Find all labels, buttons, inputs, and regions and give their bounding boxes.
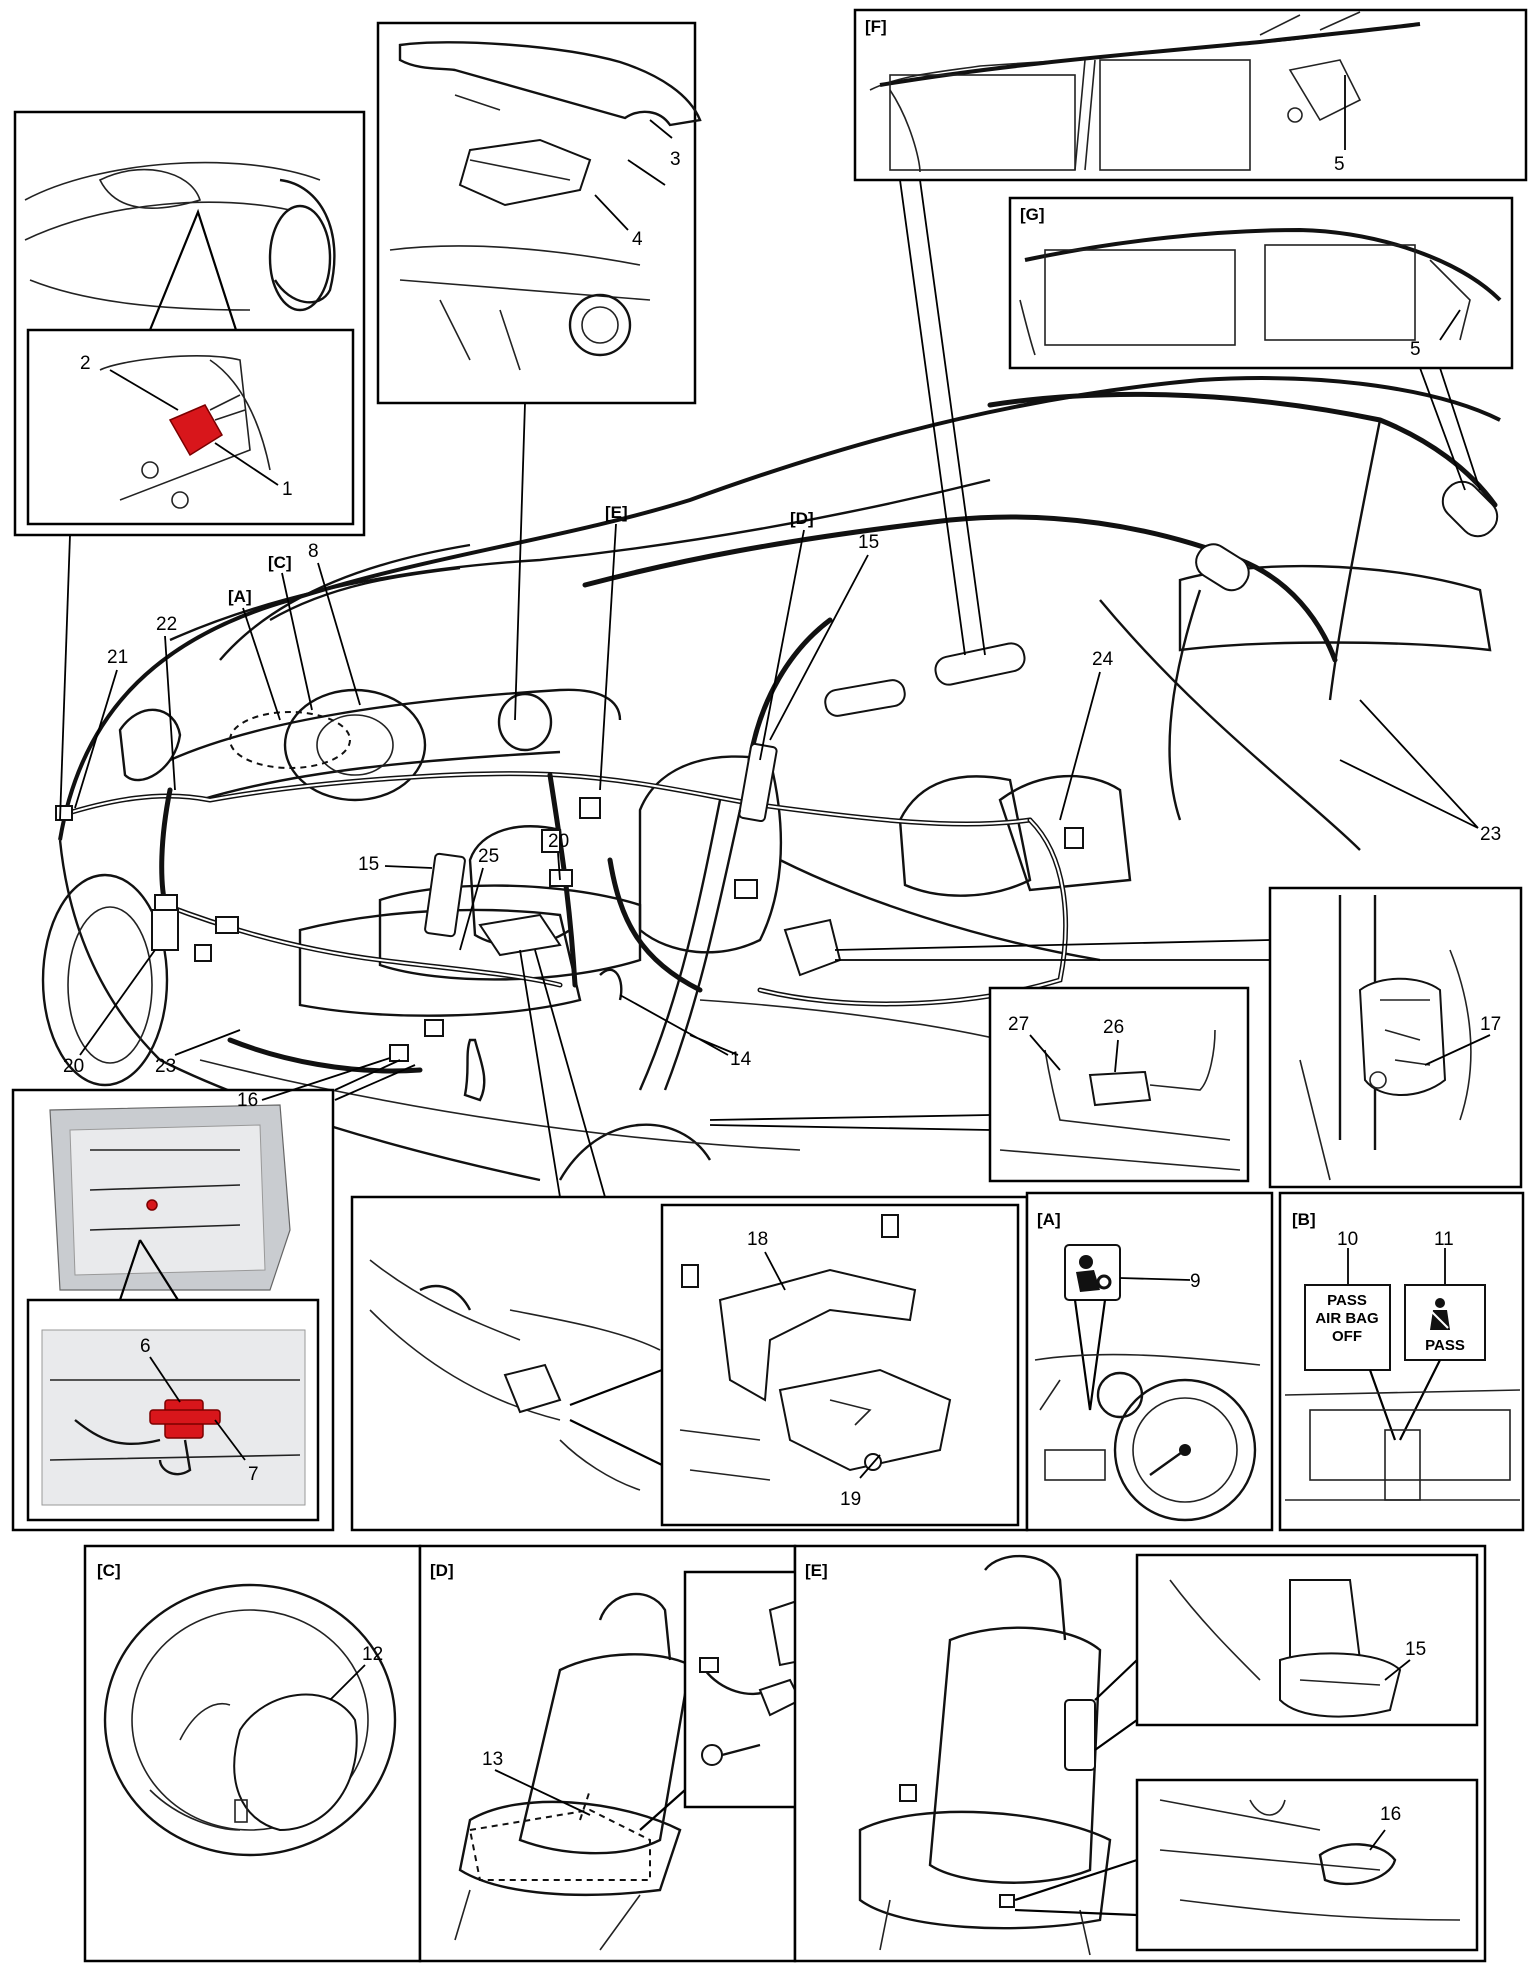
view-tag-c: [C] [97,1561,121,1580]
detail-sdm-bracket: 18 19 [350,949,1029,1532]
detail-seat-belt-sensor: 27 26 [709,986,1250,1183]
callout-3: 3 [670,149,681,170]
callout-20-center: 20 [548,831,569,852]
callout-9: 9 [1190,1271,1201,1292]
view-tag-d: [D] [430,1561,454,1580]
callout-26: 26 [1103,1017,1124,1038]
callout-11: 11 [1434,1229,1454,1250]
callout-27: 27 [1008,1014,1029,1035]
callout-19: 19 [840,1489,861,1510]
view-tag-b: [B] [1292,1210,1316,1229]
callout-18: 18 [747,1229,768,1250]
callout-5-f: 5 [1334,154,1345,175]
main-callouts: [C] [A] 8 22 21 [E] [D] 15 24 23 15 25 2… [63,503,1501,1111]
view-tag-e-main: [E] [605,503,628,522]
seatbelt-reminder-icon [1430,1298,1450,1330]
view-tag-c-main: [C] [268,553,292,572]
view-tag-d-main: [D] [790,509,814,528]
airbag-wire-harness [55,617,1084,1102]
detail-dash-module: 3 4 [376,21,702,721]
detail-front-sensor: 2 1 [13,110,366,821]
callout-15-left: 15 [358,854,379,875]
callout-23-right: 23 [1480,824,1501,845]
callout-20-left: 20 [63,1056,84,1077]
callout-15-main: 15 [858,532,879,553]
callout-6: 6 [140,1336,151,1357]
pass-off-line2: AIR BAG [1315,1310,1378,1327]
callout-16-e: 16 [1380,1804,1401,1825]
callout-23-left: 23 [155,1056,176,1077]
callout-15-e: 15 [1405,1639,1426,1660]
callout-8: 8 [308,541,319,562]
airbag-warning-icon [1076,1255,1112,1292]
callout-2: 2 [80,353,91,374]
callout-13: 13 [482,1749,503,1770]
callout-5-g: 5 [1410,339,1421,360]
seatbelt-pass-label: PASS [1425,1337,1465,1354]
callout-22: 22 [156,614,177,635]
callout-7: 7 [248,1464,259,1485]
pass-off-line3: OFF [1332,1328,1362,1345]
detail-curtain-airbag-f: [F] 5 [853,8,1528,656]
callout-10: 10 [1337,1229,1358,1250]
detail-view-a-airbag-warning: [A] 9 [1025,1191,1274,1532]
view-tag-g: [G] [1020,205,1045,224]
callout-17: 17 [1480,1014,1501,1035]
callout-12: 12 [362,1644,383,1665]
detail-view-c-steering-airbag: [C] 12 [83,1544,422,1963]
view-tag-f: [F] [865,17,887,36]
detail-curtain-airbag-g: [G] 5 [1008,196,1514,491]
view-tag-a-main: [A] [228,587,252,606]
curtain-airbag-modules [582,391,1499,821]
callout-21: 21 [107,647,128,668]
detail-door-sensor: 6 7 [11,1059,416,1532]
callout-4: 4 [632,229,643,250]
detail-view-b-pass-indicators: [B] 10 11 PASS AIR BAG OFF PASS [1278,1191,1525,1532]
detail-retractor-pretensioner: 17 [834,886,1523,1189]
callout-24: 24 [1092,649,1114,670]
pass-off-line1: PASS [1327,1292,1367,1309]
view-tag-a: [A] [1037,1210,1061,1229]
callout-25: 25 [478,846,499,867]
callout-16-main: 16 [237,1090,258,1111]
callout-1: 1 [282,479,293,500]
view-tag-e: [E] [805,1561,828,1580]
detail-view-e-side-airbag: [E] 15 16 [793,1544,1487,1963]
